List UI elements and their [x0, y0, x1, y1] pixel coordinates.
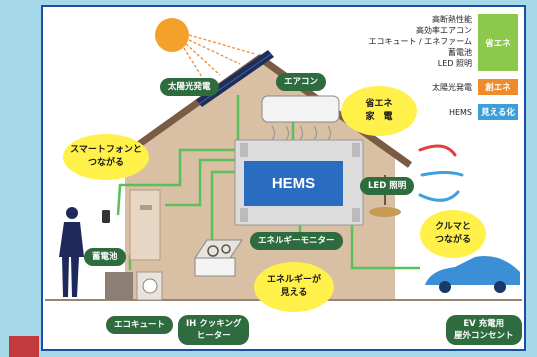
legend-green-items: 高断熱性能 高効率エアコン エコキュート / エネファーム 蓄電池 LED 照明 — [322, 14, 472, 69]
eco-cute-tank-icon — [129, 189, 161, 261]
label-aircon: エアコン — [276, 73, 327, 91]
label-ih-line2: ヒーター — [196, 331, 231, 341]
label-solar-power: 太陽光発電 — [160, 78, 219, 96]
airflow-arrows — [418, 144, 464, 202]
label-ev-line2: 屋外コンセント — [454, 331, 514, 341]
smartphone-icon — [102, 210, 110, 223]
label-energy-monitor: エネルギーモニター — [250, 232, 343, 250]
legend-item-hems: HEMS — [448, 108, 472, 117]
sun-icon — [155, 18, 256, 83]
bubble-car-connect: クルマとつながる — [420, 210, 486, 258]
hems-screen-label: HEMS — [244, 161, 343, 206]
storage-battery-icon — [105, 272, 133, 300]
label-led-lighting: LED 照明 — [360, 177, 415, 195]
bubble-smartphone-connect: スマートフォンとつながる — [63, 134, 149, 180]
air-conditioner-icon — [261, 95, 340, 141]
legend-item-efficient-aircon: 高効率エアコン — [416, 26, 472, 35]
corner-marker — [9, 336, 39, 357]
legend-item-ecocute-enefarm: エコキュート / エネファーム — [368, 37, 472, 46]
electric-car-icon — [425, 256, 520, 293]
person-icon — [59, 207, 84, 297]
bubble-energy-visible: エネルギーが見える — [254, 262, 334, 312]
label-ev-line1: EV 充電用 — [463, 319, 505, 329]
legend-item-solar: 太陽光発電 — [432, 83, 472, 92]
legend-item-storage-battery: 蓄電池 — [448, 48, 472, 57]
label-storage-battery: 蓄電池 — [84, 248, 126, 266]
label-ih-line1: IH クッキング — [186, 319, 242, 329]
legend-badge-save-energy: 省エネ — [478, 14, 518, 71]
bubble-eco-appliances: 省エネ家 電 — [341, 86, 417, 136]
label-ih-cooking-heater: IH クッキング ヒーター — [178, 315, 250, 345]
legend-badge-create-energy: 創エネ — [478, 79, 518, 95]
ih-heater-icon — [194, 239, 243, 277]
label-ev-outlet: EV 充電用 屋外コンセント — [446, 315, 522, 345]
label-ecocute: エコキュート — [106, 316, 174, 334]
legend-item-insulation: 高断熱性能 — [432, 15, 472, 24]
legend-item-led-lighting: LED 照明 — [437, 59, 472, 68]
legend-badge-visualize: 見える化 — [478, 104, 518, 120]
